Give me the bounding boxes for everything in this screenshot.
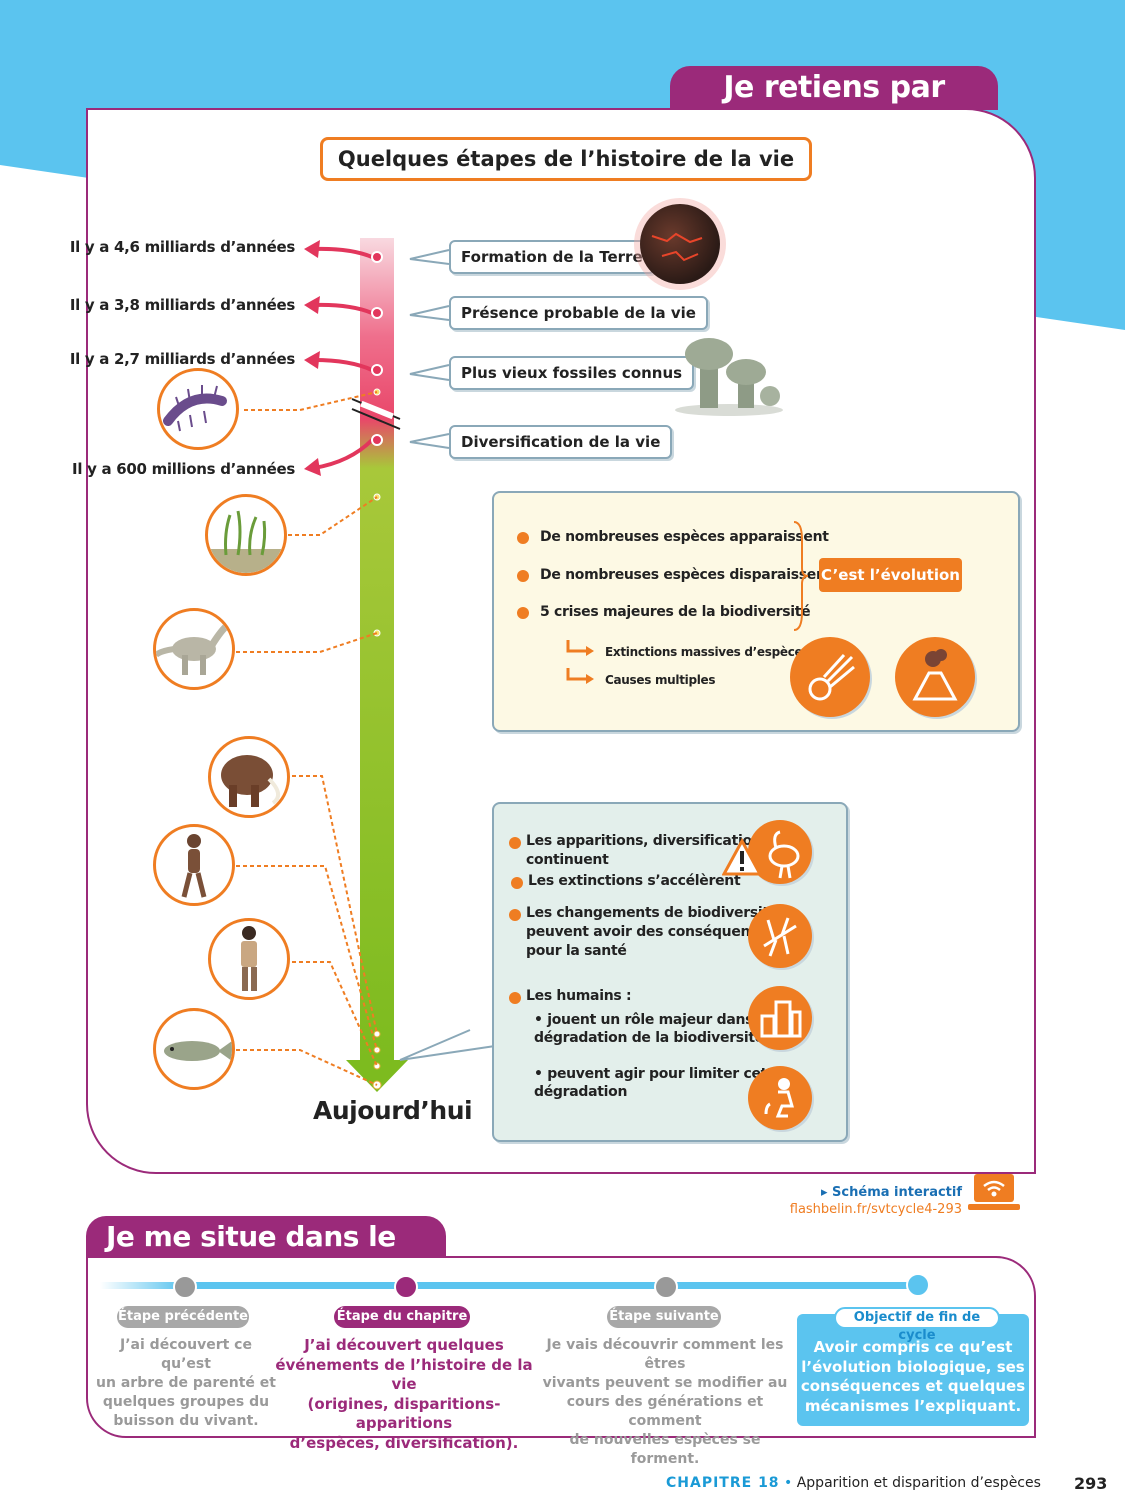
today-label: Aujourd’hui xyxy=(313,1096,473,1125)
volcano-icon xyxy=(895,637,975,717)
date-label: Il y a 2,7 milliards d’années xyxy=(69,350,295,368)
timeline-arrowhead xyxy=(346,1060,408,1092)
bullet xyxy=(509,909,521,921)
callout-tails xyxy=(399,249,496,1061)
hominid-icon xyxy=(181,834,207,898)
chapter-title: Apparition et disparition d’espèces xyxy=(796,1475,1041,1491)
planting-icon xyxy=(748,1066,812,1130)
evolution-point: 5 crises majeures de la biodiversité xyxy=(540,604,811,620)
bullet xyxy=(511,877,523,889)
bullet xyxy=(517,607,529,619)
early-earth-illustration xyxy=(634,198,726,290)
timeline-graphic xyxy=(236,238,496,1092)
laptop-wifi-icon[interactable] xyxy=(968,1172,1020,1214)
situation-subpoint: • peuvent agir pour limiter cette xyxy=(534,1066,783,1082)
dinosaur-circle xyxy=(153,608,235,690)
diagram-title: Quelques étapes de l’histoire de la vie xyxy=(320,137,812,181)
date-pointers xyxy=(313,246,374,470)
cycle-node-previous xyxy=(173,1275,197,1299)
timeline-shaft xyxy=(360,238,394,1060)
situation-point: peuvent avoir des conséquences xyxy=(526,924,776,940)
date-label: Il y a 4,6 milliards d’années xyxy=(69,238,295,256)
early-plant-circle xyxy=(205,494,287,576)
bullet xyxy=(509,837,521,849)
interactive-url[interactable]: flashbelin.fr/svtcycle4-293 xyxy=(789,1202,962,1217)
event-callout: Formation de la Terre xyxy=(449,240,655,274)
warning-icon xyxy=(722,838,762,876)
evolution-subpoint: Causes multiples xyxy=(605,673,716,687)
page-number: 293 xyxy=(1074,1474,1108,1493)
bullet xyxy=(517,532,529,544)
brace-icon xyxy=(793,521,809,631)
mosquito-icon xyxy=(748,904,812,968)
hominid-circle xyxy=(153,824,235,906)
situation-subpoint: • jouent un rôle majeur dans la xyxy=(534,1012,772,1028)
situation-subpoint: dégradation de la biodiversité xyxy=(534,1030,764,1046)
evolution-point: De nombreuses espèces disparaissent xyxy=(540,567,833,583)
sub-arrow-icons xyxy=(566,640,594,684)
footer-separator: • xyxy=(784,1475,793,1491)
date-label: Il y a 3,8 milliards d’années xyxy=(69,296,295,314)
event-callout: Plus vieux fossiles connus xyxy=(449,356,695,390)
worm-fossil-circle xyxy=(157,368,239,450)
cycle-node-goal xyxy=(906,1273,930,1297)
plant-icon xyxy=(208,510,284,573)
worm-icon xyxy=(163,385,227,432)
step-next-pill: Étape suivante xyxy=(607,1306,721,1328)
step-previous-pill: Étape précédente xyxy=(117,1306,249,1328)
stromatolite-illustration xyxy=(675,338,783,416)
situation-point: pour la santé xyxy=(526,943,627,959)
situation-point: Les apparitions, diversifications xyxy=(526,833,770,849)
leader-lines xyxy=(236,391,378,1086)
step-current-pill: Étape du chapitre xyxy=(334,1306,470,1328)
fish-circle xyxy=(153,1008,235,1090)
situation-point: Les changements de biodiversité xyxy=(526,905,778,921)
evolution-point: De nombreuses espèces apparaissent xyxy=(540,529,829,545)
interactive-label[interactable]: ▸ Schéma interactif xyxy=(821,1185,962,1200)
cycle-node-current xyxy=(394,1275,418,1299)
evolution-subpoint: Extinctions massives d’espèces xyxy=(605,645,810,659)
meteorite-icon xyxy=(790,637,870,717)
cycle-node-next xyxy=(654,1275,678,1299)
fish-icon xyxy=(164,1041,232,1061)
step-goal-pill: Objectif de fin de cycle xyxy=(834,1307,1000,1343)
dinosaur-icon xyxy=(156,622,231,675)
cycle-progress-line xyxy=(100,1282,920,1289)
date-label: Il y a 600 millions d’années xyxy=(72,460,295,478)
human-circle xyxy=(208,918,290,1000)
situation-point: continuent xyxy=(526,852,609,868)
situation-subpoint: dégradation xyxy=(534,1084,628,1100)
mammoth-icon xyxy=(221,755,281,807)
chapter-footer: CHAPITRE 18 • Apparition et disparition … xyxy=(666,1475,1041,1491)
goal-box xyxy=(797,1314,1029,1426)
bullet xyxy=(509,992,521,1004)
mammoth-circle xyxy=(208,736,290,818)
event-callout: Présence probable de la vie xyxy=(449,296,708,330)
human-icon xyxy=(241,926,257,991)
interactive-link[interactable]: ▸ Schéma interactif flashbelin.fr/svtcyc… xyxy=(780,1184,962,1218)
evolution-label: C’est l’évolution xyxy=(819,558,962,592)
chapter-number: CHAPITRE 18 xyxy=(666,1475,780,1491)
cycle-title: Je me situe dans le cycle xyxy=(86,1216,446,1295)
event-callout: Diversification de la vie xyxy=(449,425,673,459)
city-icon xyxy=(748,986,812,1050)
situation-point: Les extinctions s’accélèrent xyxy=(528,873,741,889)
situation-point: Les humains : xyxy=(526,988,632,1004)
timeline-dots xyxy=(371,251,383,1090)
bullet xyxy=(517,570,529,582)
